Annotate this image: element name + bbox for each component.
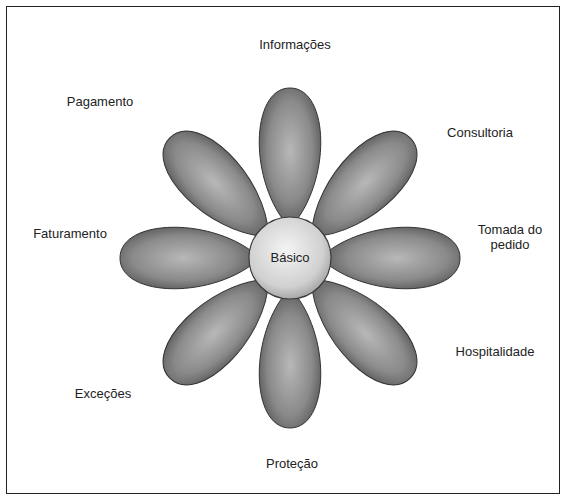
petal-label: Proteção: [266, 457, 318, 472]
core-circle-shape: [249, 217, 331, 299]
petal-label: Hospitalidade: [456, 345, 535, 360]
petal-label: Informações: [259, 38, 331, 53]
petal-label: Exceções: [75, 387, 131, 402]
petal-shape: [320, 227, 460, 289]
petal-label: Consultoria: [447, 126, 513, 141]
petal-shape: [259, 288, 321, 428]
petal-shape: [148, 116, 290, 258]
core-circle: Básico: [248, 216, 332, 300]
petal-shape: [259, 88, 321, 228]
core-label: Básico: [270, 251, 309, 266]
petal-label: Faturamento: [33, 227, 107, 242]
petal-shape: [120, 227, 260, 289]
petal-label: Pagamento: [67, 95, 134, 110]
petal-label: Tomada do pedido: [474, 223, 546, 253]
